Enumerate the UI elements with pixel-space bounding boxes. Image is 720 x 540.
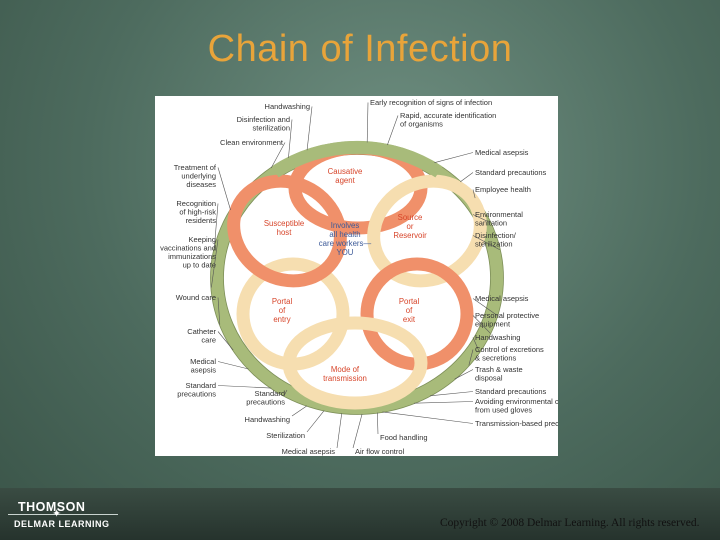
leader-line [288,119,293,158]
loop-portal-of-entry [236,257,350,371]
intervention-label: Standard precautions [475,387,547,396]
footer-bar [0,488,720,540]
leader-line [217,331,234,351]
leader-line [283,389,288,396]
intervention-label: Medical asepsis [475,148,529,157]
leader-line [472,189,476,199]
intervention-label: Transmission-based precautions [475,419,558,428]
leader-line [211,239,219,288]
leader-line [472,315,491,334]
leader-line [460,172,474,183]
leader-line [429,391,474,397]
intervention-label: Handwashing [265,102,310,111]
intervention-label: Air flow control [355,447,405,456]
leader-line [472,235,500,250]
leader-line [352,413,363,449]
intervention-label: Avoiding environmental contaminationfrom… [475,397,558,415]
ring-overlap-top [271,140,443,178]
logo-bottom-text: DELMAR LEARNING [14,519,110,529]
leader-line [270,142,286,169]
leader-line [336,413,343,449]
intervention-label: Sterilization [266,431,305,440]
intervention-label: Wound care [176,293,216,302]
loop-susceptible-host [227,174,347,288]
slide-title: Chain of Infection [207,28,513,70]
intervention-label: Early recognition of signs of infection [370,98,492,107]
leader-line [454,369,474,380]
leader-line [306,106,313,151]
intervention-label: Handwashing [245,415,290,424]
intervention-label: Clean environment [220,138,284,147]
leader-line [217,361,249,370]
star-icon: ✦ [52,508,62,520]
leader-line [434,152,474,163]
leader-line [387,115,399,146]
intervention-label: Medical asepsis [475,294,529,303]
publisher-logo: THOMSON ✦ DELMAR LEARNING [8,497,118,537]
leader-line [217,297,221,325]
leader-line [472,337,480,353]
leader-line [468,349,474,366]
intervention-label: Medical asepsis [282,447,336,456]
leader-line [217,385,272,389]
chain-loops [227,140,487,410]
copyright-notice: Copyright © 2008 Delmar Learning. All ri… [440,517,700,529]
leader-line [377,412,379,435]
leader-line [217,167,231,211]
leader-line [472,214,491,223]
leader-line [414,401,474,404]
logo-divider [8,514,118,515]
leader-line [382,411,474,424]
leader-line [291,405,308,417]
intervention-label: Employee health [475,185,531,194]
leader-line [472,298,498,316]
intervention-label: Handwashing [475,333,520,342]
intervention-label: Food handling [380,433,428,442]
leader-line [306,410,325,433]
leader-line [213,203,219,250]
intervention-label: Control of excretions& secretions [475,345,544,363]
logo-top-text: THOMSON [18,500,86,514]
intervention-label: Standard precautions [475,168,547,177]
leader-line [366,102,369,143]
intervention-label: Disinfection/sterilization [475,231,517,249]
